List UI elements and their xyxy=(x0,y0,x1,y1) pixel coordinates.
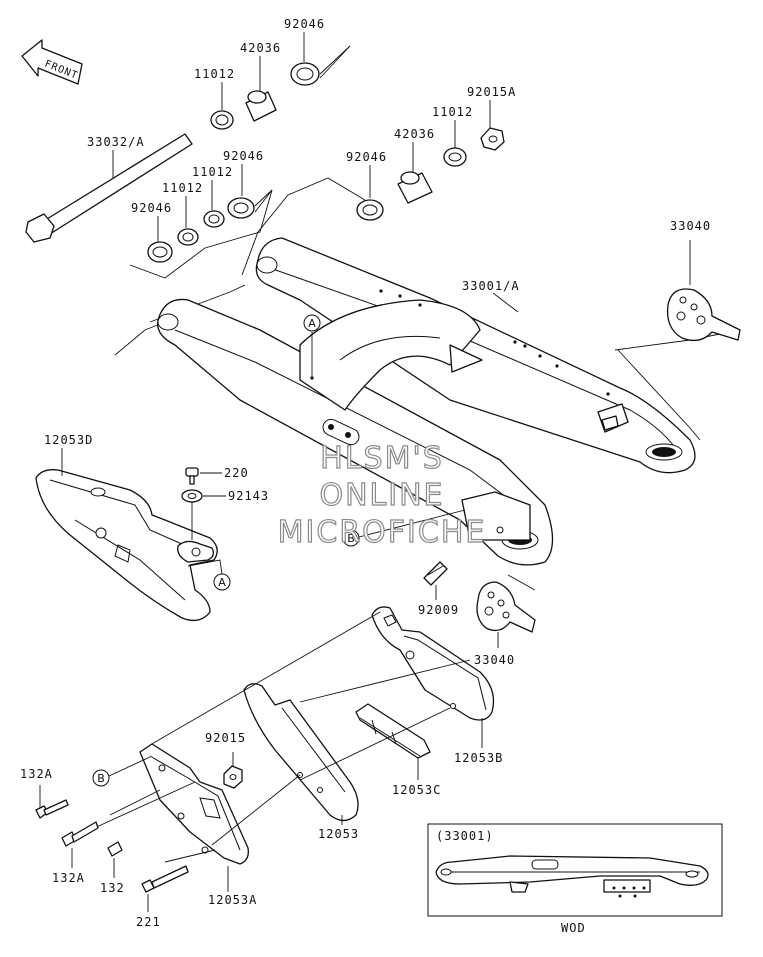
part-12053A xyxy=(139,743,249,865)
part-92046-left1 xyxy=(227,189,273,219)
label-132A-1: 132A xyxy=(20,767,53,781)
label-33040-bot: 33040 xyxy=(474,653,515,667)
svg-text:MICROFICHE: MICROFICHE xyxy=(278,515,487,550)
part-33032A-shaft xyxy=(25,133,193,243)
part-92009 xyxy=(423,561,448,586)
part-92015 xyxy=(223,765,243,789)
part-132A-bolt-2 xyxy=(61,821,99,847)
part-12053C xyxy=(355,703,431,759)
part-11012-top xyxy=(210,110,234,130)
label-33001A: 33001/A xyxy=(462,279,520,293)
label-12053: 12053 xyxy=(318,827,359,841)
part-33040-bot xyxy=(476,581,536,633)
callout-a-guide: A xyxy=(213,573,231,591)
callout-b-plate: B xyxy=(92,769,110,787)
part-12053D xyxy=(35,469,218,622)
part-132A-bolt-1 xyxy=(35,799,69,819)
label-33032A: 33032/A xyxy=(87,135,145,149)
part-92015A xyxy=(480,127,505,151)
part-92046-mid xyxy=(356,199,384,221)
label-92015: 92015 xyxy=(205,731,246,745)
label-92046-left1: 92046 xyxy=(223,149,264,163)
part-132-bolt xyxy=(107,841,123,857)
svg-text:A: A xyxy=(218,576,226,589)
svg-text:B: B xyxy=(97,772,105,785)
label-12053A: 12053A xyxy=(208,893,257,907)
label-12053C: 12053C xyxy=(392,783,441,797)
inset-ref-label: (33001) xyxy=(436,829,494,843)
inset-wod: (33001) xyxy=(427,823,723,917)
label-92046-top: 92046 xyxy=(284,17,325,31)
part-42036-top xyxy=(245,90,277,122)
part-12053 xyxy=(243,683,359,822)
label-92015A: 92015A xyxy=(467,85,516,99)
part-220 xyxy=(185,467,199,485)
label-11012-top: 11012 xyxy=(194,67,235,81)
label-220: 220 xyxy=(224,466,249,480)
label-11012-left-a: 11012 xyxy=(192,165,233,179)
svg-text:HLSM'S: HLSM'S xyxy=(320,441,444,476)
label-12053D: 12053D xyxy=(44,433,93,447)
label-92046-mid: 92046 xyxy=(346,150,387,164)
label-42036-mid: 42036 xyxy=(394,127,435,141)
part-92143 xyxy=(181,489,203,503)
label-221: 221 xyxy=(136,915,161,929)
label-42036-top: 42036 xyxy=(240,41,281,55)
part-92046-left2 xyxy=(147,241,173,263)
label-92046-left2: 92046 xyxy=(131,201,172,215)
svg-text:ONLINE: ONLINE xyxy=(319,478,444,513)
part-33040-top xyxy=(666,288,741,342)
watermark: HLSM'S ONLINE MICROFICHE xyxy=(277,440,487,550)
label-92009: 92009 xyxy=(418,603,459,617)
svg-text:A: A xyxy=(308,317,316,330)
part-42036-mid xyxy=(397,171,433,204)
callout-b-swingarm: B xyxy=(342,529,360,547)
label-92143: 92143 xyxy=(228,489,269,503)
label-12053B: 12053B xyxy=(454,751,503,765)
part-12053B xyxy=(371,606,495,721)
svg-text:B: B xyxy=(347,532,355,545)
inset-variant-label: WOD xyxy=(561,921,586,935)
part-221-bolt xyxy=(141,865,189,893)
part-11012-mid xyxy=(443,147,467,167)
front-arrow-icon: FRONT xyxy=(21,39,83,85)
label-11012-mid: 11012 xyxy=(432,105,473,119)
label-132A-2: 132A xyxy=(52,871,85,885)
part-11012-left xyxy=(177,210,225,246)
swingarm-33001A xyxy=(156,237,696,566)
label-132: 132 xyxy=(100,881,125,895)
part-92046-top xyxy=(290,45,351,86)
callout-a-swingarm: A xyxy=(303,314,321,332)
label-33040-top: 33040 xyxy=(670,219,711,233)
label-11012-left-b: 11012 xyxy=(162,181,203,195)
assembly-lines-lower xyxy=(89,611,471,863)
